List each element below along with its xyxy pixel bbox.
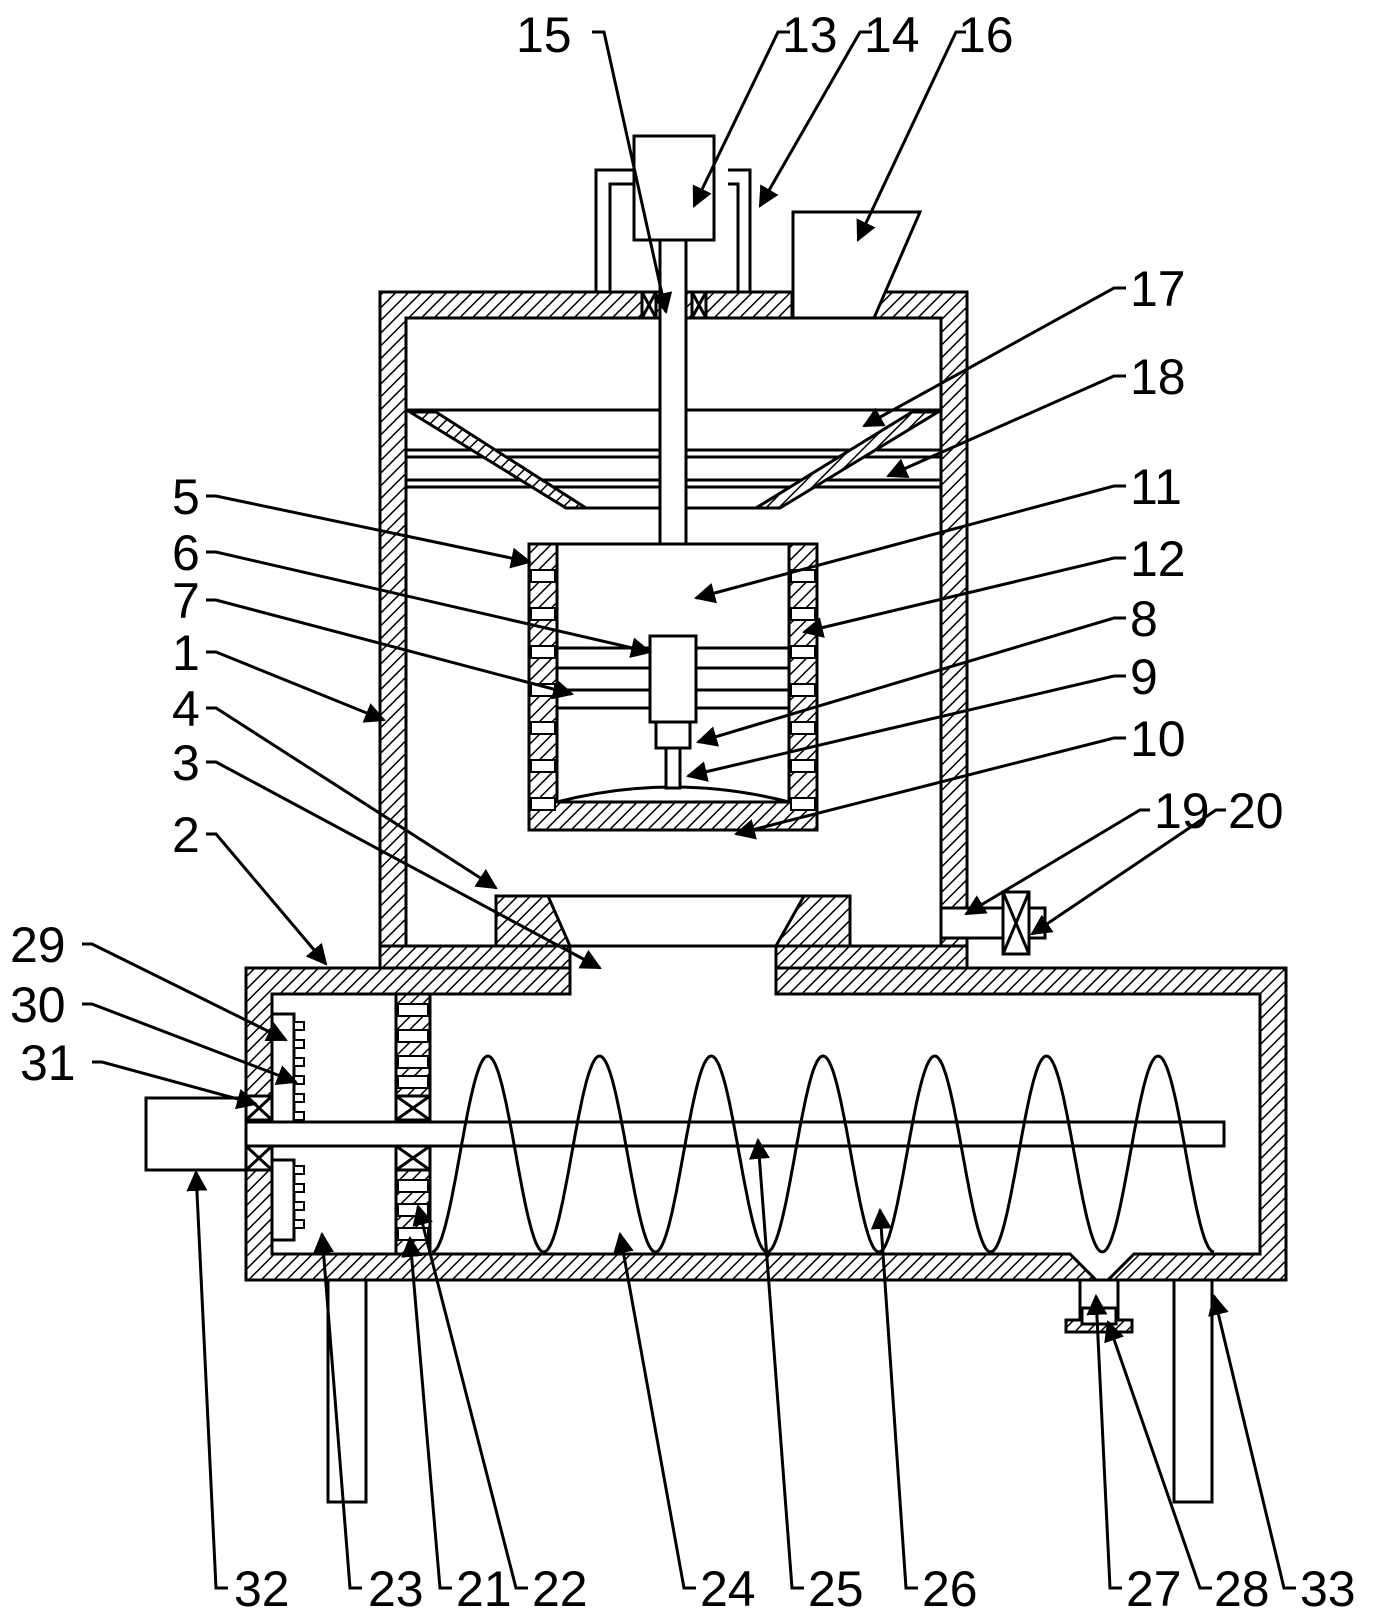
label-26: 26 bbox=[922, 1561, 978, 1610]
support-legs bbox=[326, 1278, 1214, 1504]
label-31: 31 bbox=[20, 1035, 76, 1091]
label-10: 10 bbox=[1130, 711, 1186, 767]
label-17: 17 bbox=[1130, 261, 1186, 317]
label-11: 11 bbox=[1130, 459, 1182, 515]
label-1: 1 bbox=[172, 625, 200, 681]
part-labels: 15 13 14 16 17 18 11 12 8 9 10 19 20 5 6… bbox=[10, 7, 1356, 1610]
inner-drive bbox=[648, 634, 698, 790]
label-16: 16 bbox=[958, 7, 1014, 63]
label-27: 27 bbox=[1126, 1561, 1182, 1610]
drive-motor bbox=[144, 1096, 248, 1172]
label-23: 23 bbox=[368, 1561, 424, 1610]
label-20: 20 bbox=[1228, 783, 1284, 839]
label-29: 29 bbox=[10, 917, 66, 973]
label-25: 25 bbox=[808, 1561, 864, 1610]
label-7: 7 bbox=[172, 573, 200, 629]
lower-housing bbox=[244, 966, 1288, 1282]
label-14: 14 bbox=[864, 7, 920, 63]
label-13: 13 bbox=[782, 7, 838, 63]
feed-hopper bbox=[791, 210, 923, 320]
label-28: 28 bbox=[1214, 1561, 1270, 1610]
label-12: 12 bbox=[1130, 531, 1186, 587]
label-5: 5 bbox=[172, 469, 200, 525]
label-9: 9 bbox=[1130, 649, 1158, 705]
label-32: 32 bbox=[234, 1561, 290, 1610]
label-15: 15 bbox=[516, 7, 572, 63]
label-24: 24 bbox=[700, 1561, 756, 1610]
label-19: 19 bbox=[1154, 783, 1210, 839]
label-30: 30 bbox=[10, 977, 66, 1033]
label-33: 33 bbox=[1300, 1561, 1356, 1610]
brush-assembly bbox=[244, 1012, 305, 1242]
label-4: 4 bbox=[172, 681, 200, 737]
label-21: 21 bbox=[456, 1561, 512, 1610]
label-8: 8 bbox=[1130, 591, 1158, 647]
bottom-outlet bbox=[1064, 1278, 1134, 1334]
screw-spiral bbox=[431, 1054, 1215, 1254]
label-3: 3 bbox=[172, 735, 200, 791]
label-18: 18 bbox=[1130, 349, 1186, 405]
label-2: 2 bbox=[172, 807, 200, 863]
label-22: 22 bbox=[532, 1561, 588, 1610]
label-6: 6 bbox=[172, 525, 200, 581]
leader-lines bbox=[82, 30, 1296, 1590]
